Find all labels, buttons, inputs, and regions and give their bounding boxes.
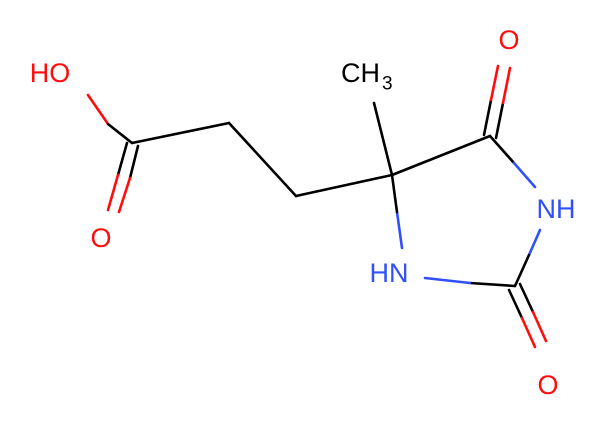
bond-carboxyl-double-lower-o xyxy=(117,176,132,214)
atom-label-carboxyl-oxygen: O xyxy=(90,223,111,253)
bond-c2-double-right xyxy=(518,282,535,314)
atom-label-nh-n1: HN xyxy=(370,258,409,288)
atom-label-methyl-subscript: 3 xyxy=(382,74,393,95)
bond-ch2-c4 xyxy=(294,173,394,198)
bond-c4-c5 xyxy=(390,134,492,177)
bond-n3-c2-n xyxy=(527,228,542,257)
bond-c5-double-left xyxy=(482,98,493,137)
bond-c5-double-left-o xyxy=(489,64,500,102)
bond-c2-n1 xyxy=(468,281,517,288)
bond-c2-double-left xyxy=(507,288,524,320)
bond-hydroxyl-carboxyl xyxy=(86,93,110,126)
bond-ch2-ch2 xyxy=(227,121,298,198)
bond-carboxyl-ch2 xyxy=(130,121,231,145)
bond-n3-c2 xyxy=(513,253,531,288)
bond-c5-n3 xyxy=(488,134,516,165)
bond-c2-double-left-o xyxy=(520,316,537,349)
atom-label-c2-oxygen: O xyxy=(537,370,558,400)
atom-label-methyl: CH xyxy=(341,58,380,88)
bond-c2-double-right-o xyxy=(531,310,548,343)
bond-hydroxyl-carboxyl-carbon-half xyxy=(106,122,134,145)
bond-c5-n3-n xyxy=(512,161,537,189)
bond-set xyxy=(86,64,548,349)
bond-n1-c4-n xyxy=(395,210,404,250)
bond-c2-n1-n xyxy=(423,276,472,285)
bond-c5-double-right xyxy=(494,101,505,140)
atom-label-set: HO O CH 3 O NH HN O xyxy=(30,25,576,400)
atom-label-c5-oxygen: O xyxy=(498,25,519,55)
bond-carboxyl-double-upper xyxy=(116,141,129,177)
bond-carboxyl-double-upper-o xyxy=(106,173,120,212)
bond-carboxyl-double-lower xyxy=(128,144,140,180)
atom-label-nh-n3: NH xyxy=(537,194,576,224)
bond-n1-c4 xyxy=(390,173,399,214)
bond-c4-methyl xyxy=(372,101,394,177)
atom-label-hydroxyl: HO xyxy=(30,58,71,88)
bond-c5-double-right-o xyxy=(501,66,512,105)
